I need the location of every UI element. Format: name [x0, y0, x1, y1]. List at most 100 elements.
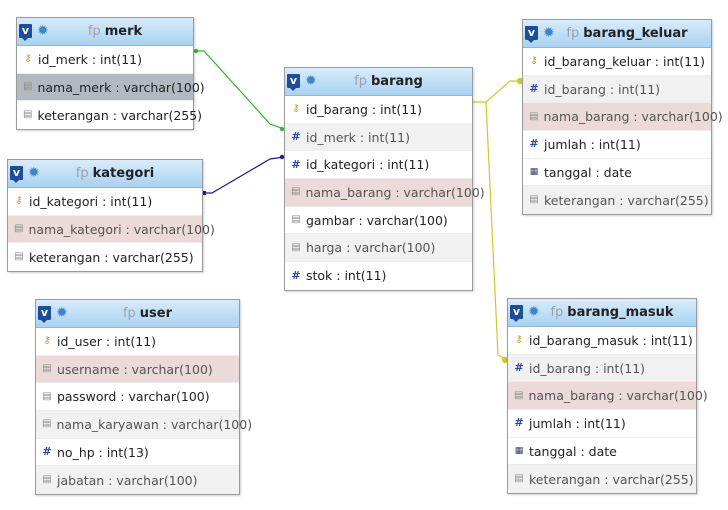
field-row[interactable]: #jumlah : int(11): [508, 410, 696, 438]
key-icon: ⚷: [530, 55, 538, 67]
relation-barang-masuk: [485, 101, 509, 364]
text-field-icon: ▤: [514, 389, 524, 401]
field-row[interactable]: ▤jabatan : varchar(100): [36, 466, 239, 495]
view-dropdown-icon[interactable]: v: [510, 305, 523, 322]
numeric-field-icon: #: [514, 361, 524, 375]
field-row[interactable]: ⚷id_barang : int(11): [285, 96, 472, 124]
key-icon: ⚷: [24, 53, 32, 65]
date-field-icon: ▦: [529, 167, 539, 178]
field-row[interactable]: ⚷id_merk : int(11): [17, 46, 193, 74]
view-dropdown-icon[interactable]: v: [19, 24, 32, 41]
field-row[interactable]: ▤nama_barang : varchar(100): [508, 382, 708, 411]
text-field-icon: ▤: [14, 223, 24, 235]
numeric-field-icon: #: [291, 157, 301, 171]
key-icon: ⚷: [292, 103, 300, 115]
field-row[interactable]: #id_kategori : int(11): [285, 151, 472, 180]
key-icon: ⚷: [43, 335, 51, 347]
field-row[interactable]: ▤keterangan : varchar(255): [14, 249, 194, 265]
field-row[interactable]: ▤password : varchar(100): [36, 383, 239, 412]
text-field-icon: ▤: [42, 418, 52, 430]
relation-endpoint: [193, 48, 199, 54]
field-row[interactable]: #stok : int(11): [291, 268, 387, 284]
field-row[interactable]: ▤harga : varchar(100): [285, 234, 472, 263]
gear-icon[interactable]: ✹: [305, 73, 317, 89]
text-field-icon: ▤: [529, 194, 539, 206]
field-row[interactable]: ⚷id_kategori : int(11): [8, 188, 202, 216]
gear-icon[interactable]: ✹: [28, 165, 40, 181]
field-row[interactable]: #no_hp : int(13): [36, 439, 239, 467]
text-field-icon: ▤: [529, 110, 539, 122]
relation-line-masuk-barang: [485, 101, 508, 361]
numeric-field-icon: #: [42, 445, 52, 459]
gear-icon[interactable]: ✹: [37, 23, 49, 39]
field-row[interactable]: #jumlah : int(11): [523, 131, 711, 159]
field-row[interactable]: ▤gambar : varchar(100): [285, 207, 472, 235]
text-field-icon: ▤: [23, 81, 33, 93]
text-field-icon: ▤: [291, 241, 301, 253]
view-dropdown-icon[interactable]: v: [10, 166, 23, 183]
field-row[interactable]: ▤keterangan : varchar(255): [508, 465, 696, 494]
field-row[interactable]: ▤nama_merk : varchar(100): [17, 73, 205, 102]
field-row[interactable]: ▤nama_karyawan : varchar(100): [36, 411, 252, 439]
text-field-icon: ▤: [291, 186, 301, 198]
field-row[interactable]: ⚷id_user : int(11): [36, 328, 239, 356]
gear-icon[interactable]: ✹: [56, 305, 68, 321]
numeric-field-icon: #: [529, 137, 539, 151]
view-dropdown-icon[interactable]: v: [525, 26, 538, 43]
text-field-icon: ▤: [514, 473, 524, 485]
field-row[interactable]: ▤nama_barang : varchar(100): [285, 179, 485, 207]
field-row[interactable]: ▤keterangan : varchar(255): [23, 107, 203, 123]
field-row[interactable]: ⚷id_barang_masuk : int(11): [508, 327, 696, 355]
numeric-field-icon: #: [291, 268, 301, 282]
numeric-field-icon: #: [514, 416, 524, 430]
date-field-icon: ▦: [514, 446, 524, 457]
field-row[interactable]: ⚷id_barang_keluar : int(11): [523, 48, 711, 76]
relation-endpoint: [279, 154, 285, 160]
relation-line-keluar-barang: [472, 80, 522, 103]
relation-kategori: [202, 154, 285, 195]
relation-barang-keluar: [472, 77, 524, 103]
field-row[interactable]: ▤keterangan : varchar(255): [523, 186, 711, 215]
text-field-icon: ▤: [23, 109, 33, 121]
field-row[interactable]: ▤username : varchar(100): [36, 355, 239, 384]
text-field-icon: ▤: [42, 390, 52, 402]
relation-endpoint: [501, 356, 509, 364]
relation-endpoint: [516, 77, 524, 85]
field-row[interactable]: ▤nama_barang : varchar(100): [523, 103, 723, 132]
field-row[interactable]: ▤nama_kategori : varchar(100): [8, 215, 215, 244]
view-dropdown-icon[interactable]: v: [287, 74, 300, 91]
field-row[interactable]: ▦tanggal : date: [523, 159, 711, 187]
relation-line-kategori-barang: [203, 156, 285, 194]
numeric-field-icon: #: [291, 130, 301, 144]
key-icon: ⚷: [15, 195, 23, 207]
text-field-icon: ▤: [42, 363, 52, 375]
relation-line-merk-barang: [194, 50, 285, 130]
relation-endpoint: [202, 191, 206, 195]
view-dropdown-icon[interactable]: v: [38, 306, 51, 323]
text-field-icon: ▤: [291, 214, 301, 226]
gear-icon[interactable]: ✹: [528, 304, 540, 320]
field-row[interactable]: #id_barang : int(11): [523, 75, 711, 104]
field-row[interactable]: #id_merk : int(11): [285, 123, 472, 152]
gear-icon[interactable]: ✹: [543, 25, 555, 41]
numeric-field-icon: #: [529, 82, 539, 96]
field-row[interactable]: ▦tanggal : date: [508, 438, 696, 466]
relation-merk: [193, 48, 285, 132]
field-row[interactable]: #id_barang : int(11): [508, 354, 696, 383]
